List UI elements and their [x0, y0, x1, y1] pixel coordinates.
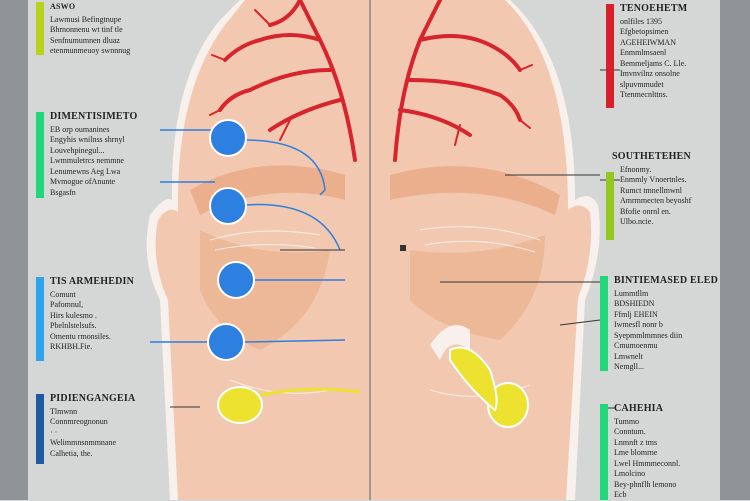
block-line: etenmunmeuoy swnnnug — [50, 46, 131, 55]
block-line: Bhrnonnenu wt tinf tle — [50, 25, 123, 34]
right-margin-strip — [720, 0, 750, 500]
block-line: Amrmmecten beyoshf — [620, 196, 692, 205]
block-line: Ttenmecnlttns. — [620, 90, 668, 99]
block-line: Omentu rmonsiles. — [50, 331, 111, 341]
block-line: AGEHEIWMAN — [620, 37, 676, 47]
block-line: Welimmnsnmmnane — [50, 438, 117, 447]
block-heading: TIS ARMEHEDIN — [50, 276, 135, 287]
block-line: Lme blomrne — [614, 448, 658, 457]
block-line: · · — [50, 427, 58, 437]
block-line: Connmreognonun — [50, 417, 108, 426]
block-line: Cmumoenmu — [614, 341, 658, 350]
nerve-circle — [207, 323, 245, 361]
block-line: Ulbo.ncie. — [620, 217, 654, 226]
block-line: Lwel Hmmmeconnl. — [614, 458, 681, 468]
block-line: BDSHIEDN — [614, 299, 655, 308]
block-line: Ffmlj EHEIN — [614, 309, 658, 319]
block-line: Lnmnft z tms — [614, 437, 658, 447]
block-line: Engyhis wnilnss shrnyl — [50, 135, 125, 144]
block-line: Imvnvilnz onsolne — [620, 69, 680, 78]
cheek-right — [410, 235, 545, 340]
block-line: RKHBH.Fie. — [50, 342, 93, 351]
block-line: Efnonmy. — [620, 164, 652, 174]
block-heading: ASWO — [50, 2, 76, 11]
block-heading: CAHEHIA — [614, 403, 664, 414]
block-line: Mvmogue ofAnunte — [50, 177, 116, 186]
blue-circles — [207, 119, 255, 361]
block-line: Lenumewns Aeg Lwa — [50, 166, 121, 176]
cheek-left — [200, 230, 330, 350]
yellow-markers — [217, 346, 529, 428]
left-margin-strip — [0, 0, 28, 500]
block-line: Tlmwnn — [50, 406, 78, 416]
block-line: Enmmly Vnoertnles. — [620, 175, 687, 184]
block-line: onlfiles 1395 — [620, 16, 662, 26]
block-line: Hirs kulesmo . — [50, 310, 97, 320]
block-line: Lwmmuletrcs nemmne — [50, 156, 124, 165]
block-line: Rumct tmnellmwnl — [620, 185, 682, 195]
brow-right — [390, 166, 560, 215]
block-line: Ecb — [614, 490, 627, 499]
block-line: Comunt — [50, 289, 76, 299]
block-line: Efgbetopsimen — [620, 27, 669, 36]
block-heading: TENOEHETM — [620, 3, 688, 14]
block-line: Pafomnul, — [50, 300, 84, 309]
block-line: Louvehpinegul... — [50, 145, 105, 155]
block-line: Lmolcino — [614, 469, 646, 478]
block-line: Enmmlmsaenl — [620, 48, 667, 57]
block-line: Pbelnlstelsufs. — [50, 321, 97, 330]
block-line: Syepmmlmmnes diin — [614, 330, 683, 340]
block-heading: PIDIENGANGEIA — [50, 393, 136, 404]
nerve-circle — [209, 119, 247, 157]
nerve-circle — [209, 187, 247, 225]
ear-right — [430, 325, 470, 360]
block-line: Bsgasfn — [50, 187, 76, 197]
block-line: Lawmusi Befingtnupe — [50, 14, 122, 24]
wrinkle-lines — [209, 226, 541, 397]
block-heading: DIMENTISIMETO — [50, 111, 138, 122]
blue-nerve-markers — [150, 129, 346, 343]
block-line: slpuvmmudet — [620, 79, 664, 89]
block-line: Bemmeljams C. Lle. — [620, 58, 687, 68]
block-line: Calhetia, the. — [50, 448, 93, 458]
block-line: Lummtllm — [614, 288, 649, 298]
block-line: Lmwnelt — [614, 351, 643, 361]
right-block-2: SOUTHETEHEN Efnonmy.Enmmly Vnoertnles.Ru… — [606, 151, 692, 240]
block-line: Senfnumumnen dluaz — [50, 35, 120, 45]
block-line: Bfofie onrnl en. — [620, 206, 671, 216]
block-line: Nemgll... — [614, 362, 644, 371]
block-heading: SOUTHETEHEN — [612, 151, 691, 162]
forehead-veins — [209, 0, 533, 162]
nerve-circle — [217, 261, 255, 299]
dark-marker — [400, 245, 406, 251]
block-heading: BINTIEMASED ELED — [614, 275, 719, 286]
block-line: EB orp oumanines — [50, 124, 110, 134]
block-line: Bey-phnflh lemono — [614, 479, 677, 489]
block-line: Iwmesfl nonr b — [614, 320, 663, 329]
block-line: Conntum. — [614, 427, 646, 436]
block-line: Tummo — [614, 416, 640, 426]
